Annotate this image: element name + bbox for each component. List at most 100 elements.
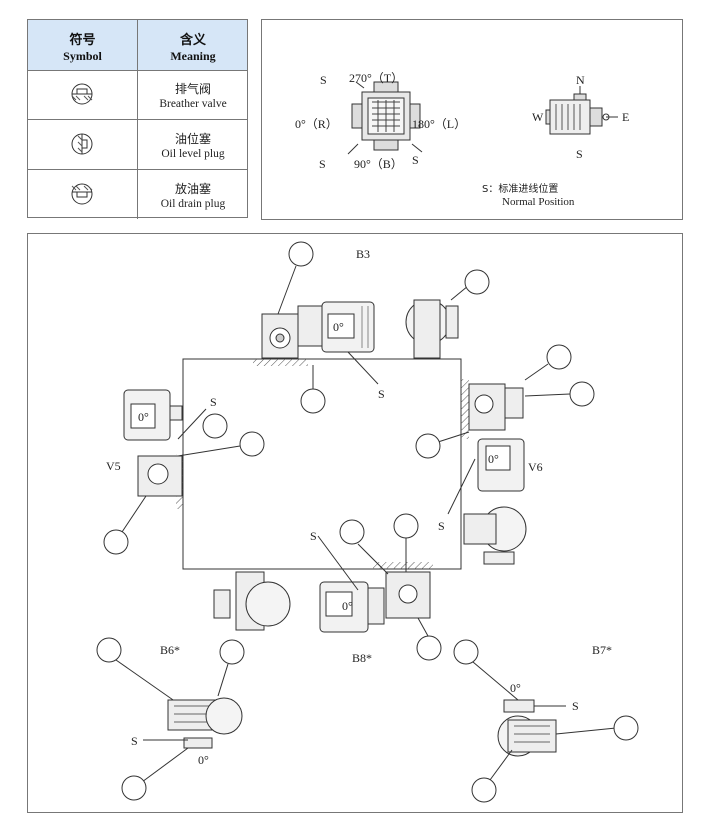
label-b7: B7* xyxy=(592,643,612,657)
oil-level-plug-icon xyxy=(28,120,138,169)
v5-oil-drain-icon xyxy=(103,529,129,555)
b6-oil-level-icon xyxy=(96,637,122,663)
leader-b8-drain xyxy=(417,617,429,637)
leader-v6-s xyxy=(447,458,476,515)
v6-flange-motor xyxy=(463,506,527,565)
breather-valve-icon xyxy=(28,70,138,119)
v6-oil-level-icon xyxy=(569,381,595,407)
b7-gearbox xyxy=(497,699,557,757)
leader-b3-s xyxy=(347,351,379,385)
label-b6: B6* xyxy=(160,643,180,657)
header-symbol-cn: 符号 xyxy=(69,33,96,48)
b3-flange-motor xyxy=(405,299,459,359)
label-s-top: S xyxy=(320,73,327,87)
oil-drain-en: Oil drain plug xyxy=(160,198,226,210)
b6-label-s: S xyxy=(131,734,138,748)
legend-row-oil-level: 油位塞 Oil level plug xyxy=(28,120,247,169)
header-symbol: 符号 Symbol xyxy=(28,20,138,70)
central-frame xyxy=(182,358,462,570)
v6-label-s: S xyxy=(438,519,445,533)
b3-gearbox xyxy=(261,301,375,359)
label-e: E xyxy=(622,110,629,124)
leader-v6-oil xyxy=(524,393,571,397)
label-w: W xyxy=(532,110,544,124)
header-meaning-en: Meaning xyxy=(170,49,216,63)
b8-oil-drain-icon xyxy=(416,635,442,661)
b8-label-s: S xyxy=(310,529,317,543)
leader-b8-oil xyxy=(357,543,389,575)
b6-zero: 0° xyxy=(198,753,209,767)
leader-v5-drain xyxy=(121,495,147,533)
header-meaning: 含义 Meaning xyxy=(138,20,248,70)
leader-v6-breather xyxy=(524,363,549,381)
v5-motor-zero: 0° xyxy=(138,410,149,424)
leader-b3-oil xyxy=(450,285,469,301)
oil-level-cn: 油位塞 xyxy=(174,132,211,146)
v5-breather-icon xyxy=(202,413,228,439)
b3-breather-icon xyxy=(288,241,314,267)
b3-oil-drain-icon xyxy=(300,388,326,414)
label-n: N xyxy=(576,73,585,87)
v5-gearbox xyxy=(123,389,183,497)
hatch-bottom xyxy=(373,562,433,569)
leader-b7-drain xyxy=(489,749,513,781)
terminal-position-box: 270°（T） S 0°（R） 180°（L） 90°（B） S S N W E… xyxy=(261,19,683,220)
label-b3: B3 xyxy=(356,247,370,261)
label-angle-270: 270°（T） xyxy=(349,71,403,85)
legend-header: 符号 Symbol 含义 Meaning xyxy=(28,20,247,71)
b6-gearbox xyxy=(167,697,243,749)
b8-breather-icon xyxy=(393,513,419,539)
b8-gearbox xyxy=(319,571,431,633)
b7-zero: 0° xyxy=(510,681,521,695)
oil-drain-meaning: 放油塞 Oil drain plug xyxy=(138,170,248,219)
header-meaning-cn: 含义 xyxy=(179,33,206,48)
motor-side-view xyxy=(545,86,618,135)
b8-motor-zero: 0° xyxy=(342,599,353,613)
hatch-right xyxy=(461,379,469,439)
v5-oil-level-icon xyxy=(239,431,265,457)
oil-level-meaning: 油位塞 Oil level plug xyxy=(138,120,248,169)
leader-v6-drain xyxy=(437,431,470,443)
b3-label-s: S xyxy=(378,387,385,401)
leader-b3-breather xyxy=(277,265,297,315)
label-v6: V6 xyxy=(528,460,543,474)
label-angle-0: 0°（R） xyxy=(295,117,338,131)
label-s-left: S xyxy=(319,157,326,171)
v6-gearbox xyxy=(468,383,525,492)
b6-oil-drain-icon xyxy=(121,775,147,801)
leader-b7-breather xyxy=(555,727,617,735)
b6-flange-gearbox xyxy=(213,571,291,631)
legend-table: 符号 Symbol 含义 Meaning 排气阀 Breather valve xyxy=(27,19,248,219)
oil-drain-plug-icon xyxy=(28,170,138,219)
hatch-top xyxy=(253,359,308,366)
leader-b6-drain xyxy=(141,747,189,783)
normal-position-cn: S：标准进线位置 xyxy=(482,182,558,195)
v5-label-s: S xyxy=(210,395,217,409)
label-s-bottom: S xyxy=(576,147,583,161)
b7-oil-level-icon xyxy=(453,639,479,665)
v6-motor-zero: 0° xyxy=(488,452,499,466)
header-symbol-en: Symbol xyxy=(63,49,102,63)
label-s-right: S xyxy=(412,153,419,167)
breather-meaning: 排气阀 Breather valve xyxy=(138,70,248,119)
leader-b8-s xyxy=(317,535,359,591)
legend-divider xyxy=(28,119,247,120)
mounting-positions-diagram: 0° B3 S 0° V6 S xyxy=(27,233,683,813)
legend-row-oil-drain: 放油塞 Oil drain plug xyxy=(28,170,247,219)
legend-divider xyxy=(28,169,247,170)
label-angle-90: 90°（B） xyxy=(354,157,403,171)
label-angle-180: 180°（L） xyxy=(412,117,466,131)
label-b8: B8* xyxy=(352,651,372,665)
leader-v5-oil xyxy=(177,445,241,457)
v6-breather-icon xyxy=(546,344,572,370)
oil-drain-cn: 放油塞 xyxy=(174,182,211,196)
breather-en: Breather valve xyxy=(159,98,227,110)
b3-oil-level-icon xyxy=(464,269,490,295)
gearbox-top-view xyxy=(347,81,423,155)
b7-label-s: S xyxy=(572,699,579,713)
b8-oil-level-icon xyxy=(339,519,365,545)
leader-b7-oil xyxy=(472,661,519,701)
b7-breather-icon xyxy=(613,715,639,741)
b6-breather-icon xyxy=(219,639,245,665)
leader-b6-breather xyxy=(217,663,229,697)
